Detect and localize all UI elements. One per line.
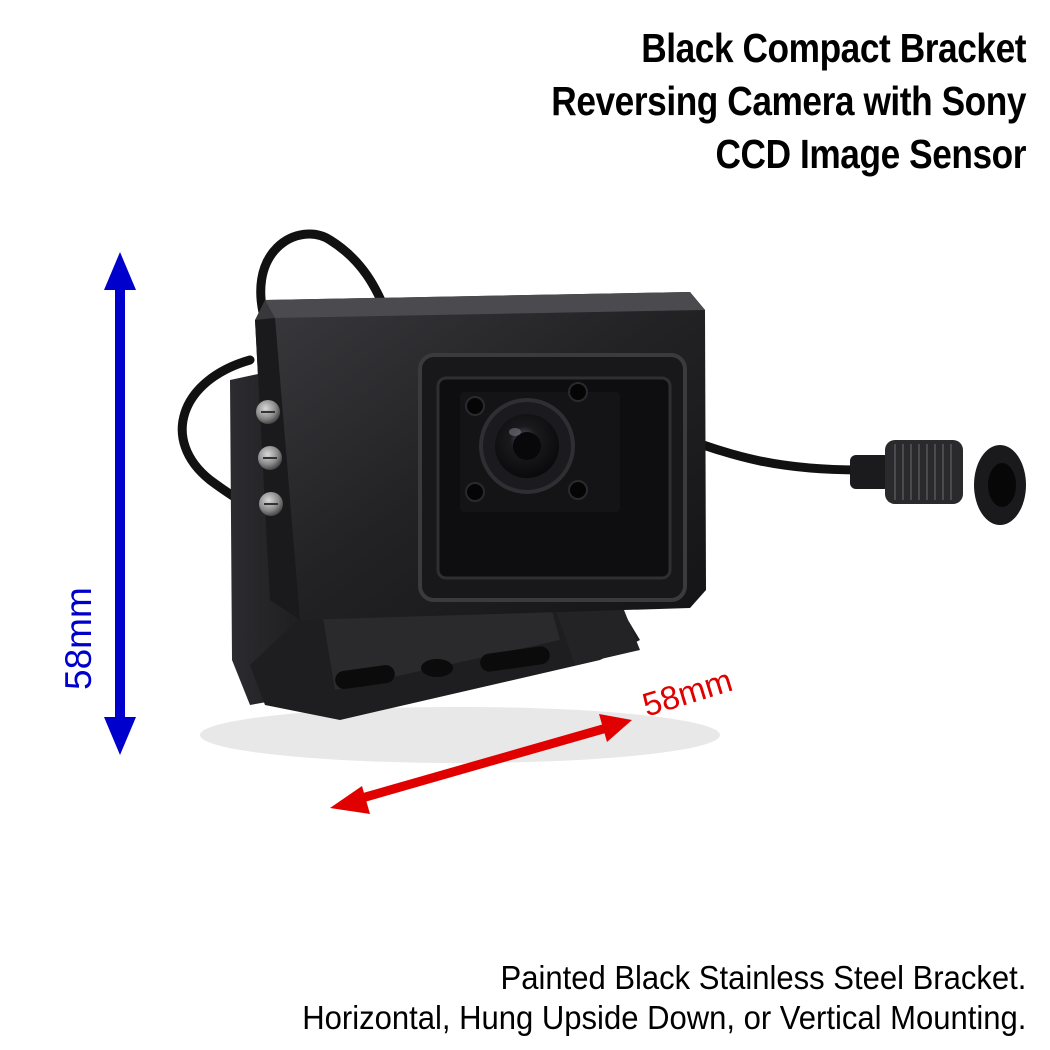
camera-lens (479, 398, 575, 494)
floor-shadow (200, 707, 720, 763)
product-title: Black Compact Bracket Reversing Camera w… (551, 22, 1026, 181)
title-line-2: Reversing Camera with Sony (551, 78, 1026, 124)
height-dimension-label: 58mm (58, 587, 99, 690)
title-line-1: Black Compact Bracket (641, 25, 1026, 71)
cable-connector (850, 440, 1026, 525)
caption-line-2: Horizontal, Hung Upside Down, or Vertica… (301, 999, 1026, 1036)
height-dimension-arrow (104, 252, 136, 755)
caption-line-1: Painted Black Stainless Steel Bracket. (500, 959, 1026, 996)
bracket-screws (256, 400, 283, 516)
width-dimension-arrow (330, 714, 632, 814)
ir-led-holes (465, 382, 588, 502)
product-caption: Painted Black Stainless Steel Bracket. H… (302, 958, 1026, 1038)
bracket-mounting-slots (335, 646, 550, 689)
title-line-3: CCD Image Sensor (715, 131, 1026, 177)
